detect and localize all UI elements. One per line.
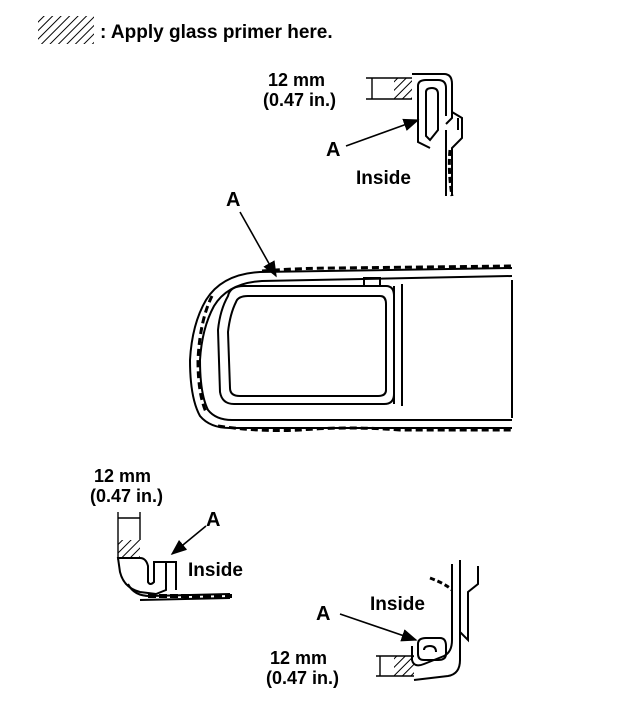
detail-top-dim-mm: 12 mm [268,70,325,90]
detail-bottom: Inside A 12 mm (0.47 in.) [266,560,479,688]
window-primer-top [261,264,513,273]
detail-bottom-glass-edge [429,576,454,592]
detail-left-leader-arrow [170,525,207,556]
detail-bottom-leader-arrow [339,613,418,642]
window: A [188,189,513,432]
detail-top-callout-a: A [326,139,340,161]
detail-top-leader-arrow [345,118,420,147]
detail-top: 12 mm (0.47 in.) A Inside [263,70,463,197]
detail-bottom-inside-label: Inside [370,594,425,615]
detail-left: 12 mm (0.47 in.) A Inside [90,466,243,601]
detail-top-dim-in: (0.47 in.) [263,90,336,110]
detail-top-glass-edge [447,149,454,197]
detail-left-inside-label: Inside [188,560,243,581]
detail-top-molding-profile [412,73,463,196]
detail-bottom-primer-area [394,656,414,676]
legend-text: : Apply glass primer here. [100,22,333,43]
detail-bottom-callout-a: A [316,603,330,625]
window-primer-left [196,295,214,413]
detail-bottom-dim-in: (0.47 in.) [266,668,339,688]
detail-bottom-molding-profile [411,560,479,681]
detail-left-dim-in: (0.47 in.) [90,486,163,506]
window-callout-a: A [226,189,240,211]
window-primer-bottom [217,424,512,432]
hatch-swatch-icon [38,16,94,44]
detail-left-dim-mm: 12 mm [94,466,151,486]
window-frame [188,267,513,429]
detail-top-primer-area [394,78,412,99]
detail-left-molding-profile [116,557,231,601]
detail-left-callout-a: A [206,509,220,531]
detail-top-inside-label: Inside [356,168,411,189]
legend: : Apply glass primer here. [38,16,333,44]
detail-bottom-dim-mm: 12 mm [270,648,327,668]
window-leader-arrow [239,211,277,278]
detail-left-primer-area [118,540,140,558]
